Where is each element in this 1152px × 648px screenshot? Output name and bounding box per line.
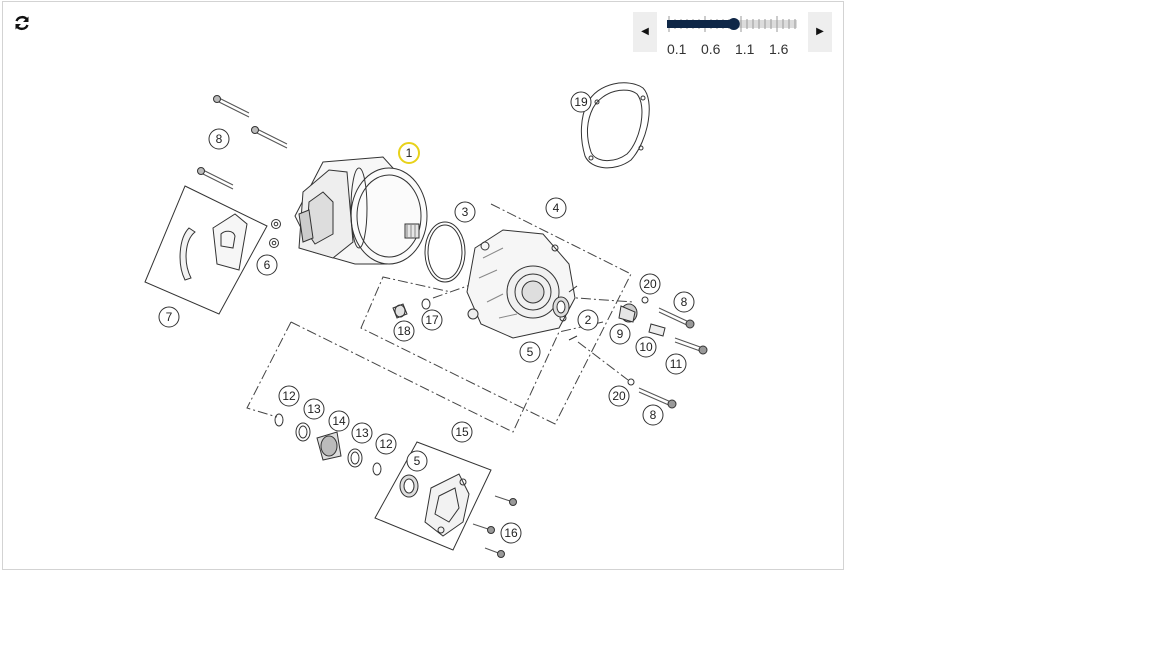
callout-3[interactable]: 3	[454, 201, 476, 223]
refresh-icon[interactable]	[13, 14, 31, 32]
svg-text:2: 2	[585, 313, 592, 327]
zoom-slider-thumb[interactable]	[727, 18, 740, 30]
callout-17[interactable]: 17	[421, 309, 443, 331]
svg-text:12: 12	[282, 389, 296, 403]
svg-text:14: 14	[332, 414, 346, 428]
svg-text:9: 9	[617, 327, 624, 341]
zoom-slider[interactable]: 0.1 0.6 1.1 1.6	[665, 14, 799, 57]
chevron-left-icon: ◀	[641, 26, 649, 37]
zoom-tick-label: 1.1	[735, 41, 755, 57]
zoom-slider-track[interactable]	[665, 14, 799, 40]
callout-11[interactable]: 11	[665, 353, 687, 375]
zoom-slider-fill	[667, 20, 734, 28]
svg-text:8: 8	[681, 295, 688, 309]
callout-14[interactable]: 14	[328, 410, 350, 432]
parts-diagram-viewer: ◀ 0.1 0.6 1.1 1.6	[2, 1, 844, 570]
callout-16[interactable]: 16	[500, 522, 522, 544]
zoom-prev-button[interactable]: ◀	[633, 12, 657, 52]
callout-12[interactable]: 12	[278, 385, 300, 407]
callout-4[interactable]: 4	[545, 197, 567, 219]
svg-text:4: 4	[553, 201, 560, 215]
callout-19[interactable]: 19	[570, 91, 592, 113]
zoom-tick-label: 1.6	[769, 41, 789, 57]
callout-1[interactable]: 1	[398, 142, 420, 164]
callout-8[interactable]: 8	[642, 404, 664, 426]
svg-text:15: 15	[455, 425, 469, 439]
callout-6[interactable]: 6	[256, 254, 278, 276]
exploded-parts-drawing: 1 2 3 4 5 5 6 7	[144, 82, 708, 558]
callout-8[interactable]: 8	[208, 128, 230, 150]
svg-text:16: 16	[504, 526, 518, 540]
callout-13[interactable]: 13	[303, 398, 325, 420]
svg-text:5: 5	[414, 454, 421, 468]
svg-text:17: 17	[425, 313, 439, 327]
callout-9[interactable]: 9	[609, 323, 631, 345]
callout-12[interactable]: 12	[375, 433, 397, 455]
callout-8[interactable]: 8	[673, 291, 695, 313]
callout-5[interactable]: 5	[406, 450, 428, 472]
callout-2[interactable]: 2	[577, 309, 599, 331]
svg-text:12: 12	[379, 437, 393, 451]
chevron-right-icon: ▶	[816, 26, 824, 37]
zoom-tick-label: 0.6	[701, 41, 721, 57]
svg-text:10: 10	[639, 340, 653, 354]
svg-text:1: 1	[406, 146, 413, 160]
svg-text:20: 20	[612, 389, 626, 403]
svg-text:3: 3	[462, 205, 469, 219]
callout-7[interactable]: 7	[158, 306, 180, 328]
callout-18[interactable]: 18	[393, 320, 415, 342]
svg-text:8: 8	[650, 408, 657, 422]
svg-text:19: 19	[574, 95, 588, 109]
callout-20[interactable]: 20	[639, 273, 661, 295]
svg-text:5: 5	[527, 345, 534, 359]
svg-text:8: 8	[216, 132, 223, 146]
svg-text:13: 13	[307, 402, 321, 416]
callout-20[interactable]: 20	[608, 385, 630, 407]
callout-15[interactable]: 15	[451, 421, 473, 443]
svg-text:18: 18	[397, 324, 411, 338]
svg-text:20: 20	[643, 277, 657, 291]
callout-10[interactable]: 10	[635, 336, 657, 358]
svg-text:6: 6	[264, 258, 271, 272]
zoom-tick-label: 0.1	[667, 41, 687, 57]
svg-text:13: 13	[355, 426, 369, 440]
svg-text:7: 7	[166, 310, 173, 324]
callout-5[interactable]: 5	[519, 341, 541, 363]
zoom-next-button[interactable]: ▶	[808, 12, 832, 52]
svg-text:11: 11	[670, 357, 683, 371]
callout-13[interactable]: 13	[351, 422, 373, 444]
